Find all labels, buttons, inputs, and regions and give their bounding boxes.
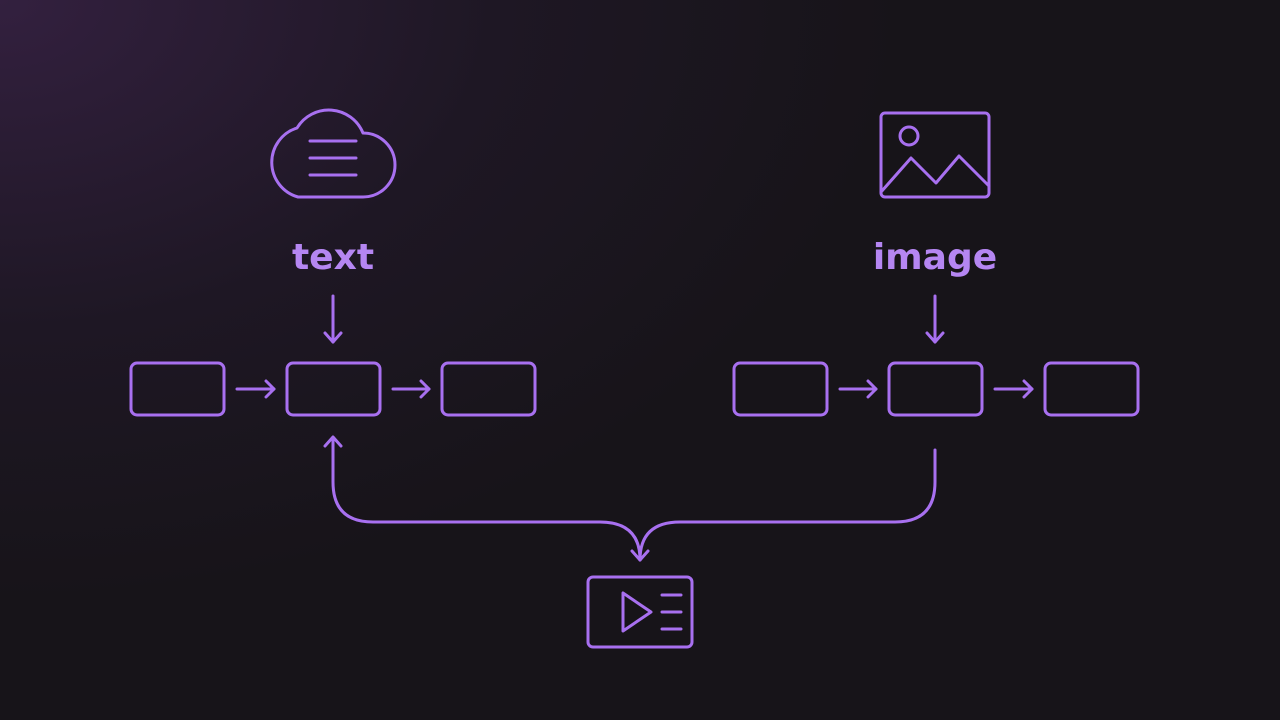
image-icon (879, 111, 991, 199)
right-block-2 (887, 361, 984, 417)
left-block-3 (440, 361, 537, 417)
right-chain-arrow-1 (838, 379, 878, 399)
left-chain-arrow-2 (391, 379, 431, 399)
image-label: image (872, 237, 998, 278)
left-output-connector (323, 435, 642, 562)
cloud-document-icon (270, 108, 397, 199)
left-block-chain (129, 361, 537, 417)
right-block-3 (1043, 361, 1140, 417)
text-label: text (291, 237, 375, 278)
image-input-arrow (925, 294, 945, 344)
right-block-1 (732, 361, 829, 417)
right-block-chain (732, 361, 1140, 417)
text-input-arrow (323, 294, 343, 344)
right-output-connector (630, 448, 937, 562)
video-player-icon (586, 575, 694, 649)
left-block-2 (285, 361, 382, 417)
left-chain-arrow-1 (235, 379, 276, 399)
right-chain-arrow-2 (993, 379, 1034, 399)
left-block-1 (129, 361, 226, 417)
